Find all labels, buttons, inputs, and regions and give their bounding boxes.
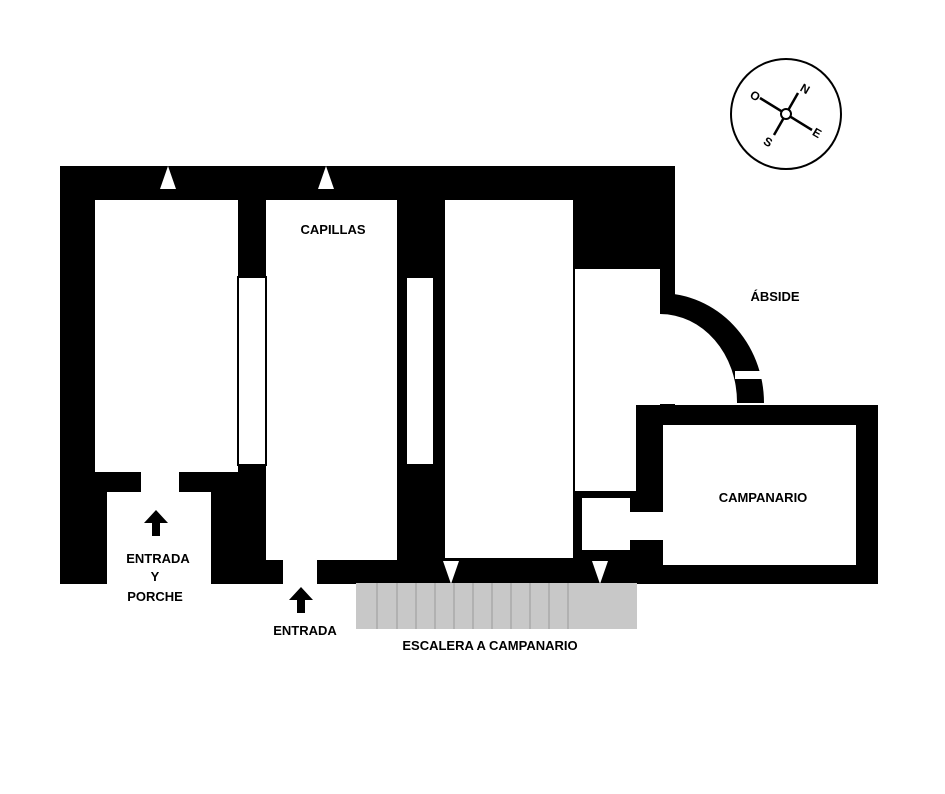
bell-tower (628, 405, 878, 584)
label-campanario: CAMPANARIO (719, 490, 808, 505)
label-entrada: ENTRADA (273, 623, 337, 638)
arrow-up-icon (144, 510, 168, 536)
arrow-up-icon (289, 587, 313, 613)
label-entrada-porche-2: Y (151, 569, 160, 584)
chapel-openings (237, 276, 435, 466)
compass-icon: N S E O (730, 58, 842, 170)
stairs (356, 583, 637, 629)
label-capillas: CAPILLAS (301, 222, 366, 237)
label-escalera: ESCALERA A CAMPANARIO (402, 638, 577, 653)
label-entrada-porche-1: ENTRADA (126, 551, 190, 566)
label-entrada-porche-3: PORCHE (127, 589, 183, 604)
window-slits (160, 166, 608, 584)
label-abside: ÁBSIDE (750, 289, 799, 304)
interior-rooms (95, 200, 680, 584)
apse-wall (660, 293, 767, 403)
